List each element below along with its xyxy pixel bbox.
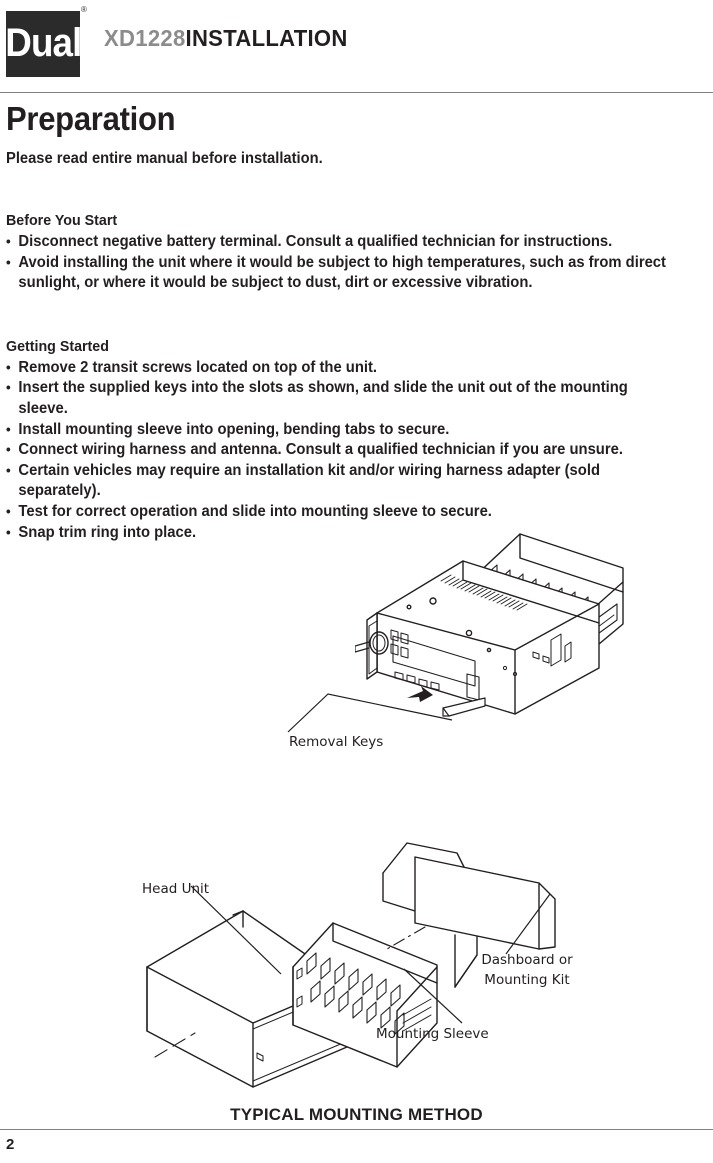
getting-started-heading: Getting Started	[6, 337, 109, 355]
typical-mounting-illustration	[146, 842, 556, 1088]
list-item: Snap trim ring into place.	[6, 523, 675, 544]
model-number: XD1228	[104, 25, 186, 51]
registered-trademark-icon: ®	[81, 5, 87, 14]
footer-divider	[0, 1129, 713, 1130]
list-item: Disconnect negative battery terminal. Co…	[6, 232, 675, 253]
list-item: Certain vehicles may require an installa…	[6, 461, 675, 502]
list-item: Insert the supplied keys into the slots …	[6, 378, 675, 419]
removal-keys-illustration	[355, 533, 624, 717]
direction-arrow-icon	[407, 686, 433, 702]
before-you-start-list: Disconnect negative battery terminal. Co…	[6, 232, 706, 294]
getting-started-list: Remove 2 transit screws located on top o…	[6, 358, 706, 543]
callout-removal-keys: Removal Keys	[289, 734, 384, 750]
figure-removal-keys	[355, 528, 655, 738]
dual-logo-text: Dual	[4, 21, 82, 65]
callout-mounting-sleeve: Mounting Sleeve	[376, 1026, 489, 1042]
lead-paragraph: Please read entire manual before install…	[6, 150, 323, 167]
page-content: Preparation Please read entire manual be…	[6, 100, 706, 543]
header-divider	[0, 92, 713, 93]
list-item: Avoid installing the unit where it would…	[6, 253, 675, 294]
callout-dashboard-line-1: Dashboard or	[481, 952, 573, 968]
header-title: XD1228INSTALLATION	[104, 25, 348, 52]
figure-caption: TYPICAL MOUNTING METHOD	[230, 1105, 483, 1124]
section-before-you-start: Before You Start Disconnect negative bat…	[6, 212, 706, 294]
callout-dashboard-or-mounting-kit: Dashboard or Mounting Kit	[468, 951, 586, 990]
dashboard-leader-line	[505, 893, 551, 955]
list-item: Install mounting sleeve into opening, be…	[6, 420, 675, 441]
list-item: Test for correct operation and slide int…	[6, 502, 675, 523]
head-unit-leader-line	[190, 885, 282, 975]
header-title-word: INSTALLATION	[185, 25, 348, 51]
removal-keys-leader-line	[287, 693, 453, 733]
page-header: Dual ® XD1228INSTALLATION	[0, 0, 713, 92]
page-number: 2	[6, 1136, 15, 1153]
dual-logo: Dual	[4, 11, 82, 77]
list-item: Connect wiring harness and antenna. Cons…	[6, 440, 675, 461]
callout-head-unit: Head Unit	[142, 881, 210, 897]
before-you-start-heading: Before You Start	[6, 212, 118, 229]
callout-dashboard-line-2: Mounting Kit	[484, 971, 570, 988]
page-title: Preparation	[6, 100, 176, 137]
section-getting-started: Getting Started Remove 2 transit screws …	[6, 338, 706, 543]
mounting-sleeve-leader-line	[403, 968, 463, 1024]
figure-typical-mounting	[125, 815, 575, 1095]
list-item: Remove 2 transit screws located on top o…	[6, 358, 675, 379]
